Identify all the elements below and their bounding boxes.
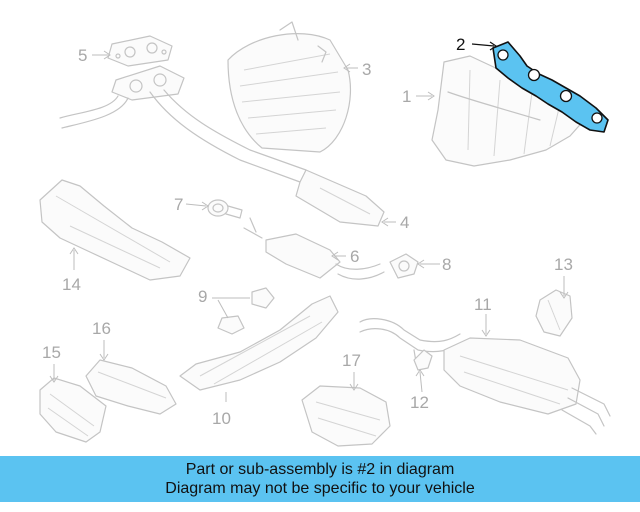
banner-line-part-number: Part or sub-assembly is #2 in diagram <box>185 461 455 478</box>
part-14-heat-shield <box>39 179 191 281</box>
part-6-intermediate-pipe <box>243 217 385 280</box>
callout-9: 9 <box>198 287 207 306</box>
part-12-hanger <box>413 349 433 371</box>
callout-17: 17 <box>342 351 361 370</box>
front-exhaust-pipe <box>59 89 385 227</box>
callout-10: 10 <box>212 409 231 428</box>
part-5-front-pipe-flange <box>111 65 185 101</box>
part-5-flange-gasket <box>107 35 173 67</box>
callout-14: 14 <box>62 275 81 294</box>
callout-16: 16 <box>92 319 111 338</box>
callout-6: 6 <box>350 247 359 266</box>
part-15-heat-shield <box>39 377 107 443</box>
part-3-heat-shield <box>227 21 352 153</box>
part-11-muffler <box>359 318 611 435</box>
callout-7: 7 <box>174 195 183 214</box>
callout-4: 4 <box>400 213 409 232</box>
callout-11: 11 <box>474 295 492 314</box>
info-banner: Part or sub-assembly is #2 in diagram Di… <box>0 456 640 502</box>
part-10-heat-shield <box>179 295 339 391</box>
banner-line-disclaimer: Diagram may not be specific to your vehi… <box>165 480 475 497</box>
part-7-clamp <box>207 199 243 219</box>
part-13-bracket <box>535 289 573 337</box>
callout-13: 13 <box>554 255 573 274</box>
leader-line-part-2 <box>471 41 498 51</box>
part-2-manifold-gasket <box>492 41 609 133</box>
callout-12: 12 <box>410 393 429 412</box>
leader-lines <box>49 50 569 402</box>
callout-1: 1 <box>402 87 411 106</box>
part-8-clamp <box>389 253 419 279</box>
parts-diagram: 5 3 1 2 7 4 6 8 9 14 13 11 12 10 15 16 1… <box>39 21 611 447</box>
callout-5: 5 <box>78 46 87 65</box>
callout-15: 15 <box>42 343 61 362</box>
part-9-hanger-bracket <box>217 287 275 335</box>
part-16-heat-shield <box>85 359 177 415</box>
callout-2: 2 <box>456 35 465 54</box>
callout-3: 3 <box>362 60 371 79</box>
part-17-heat-shield <box>301 385 391 447</box>
callout-8: 8 <box>442 255 451 274</box>
